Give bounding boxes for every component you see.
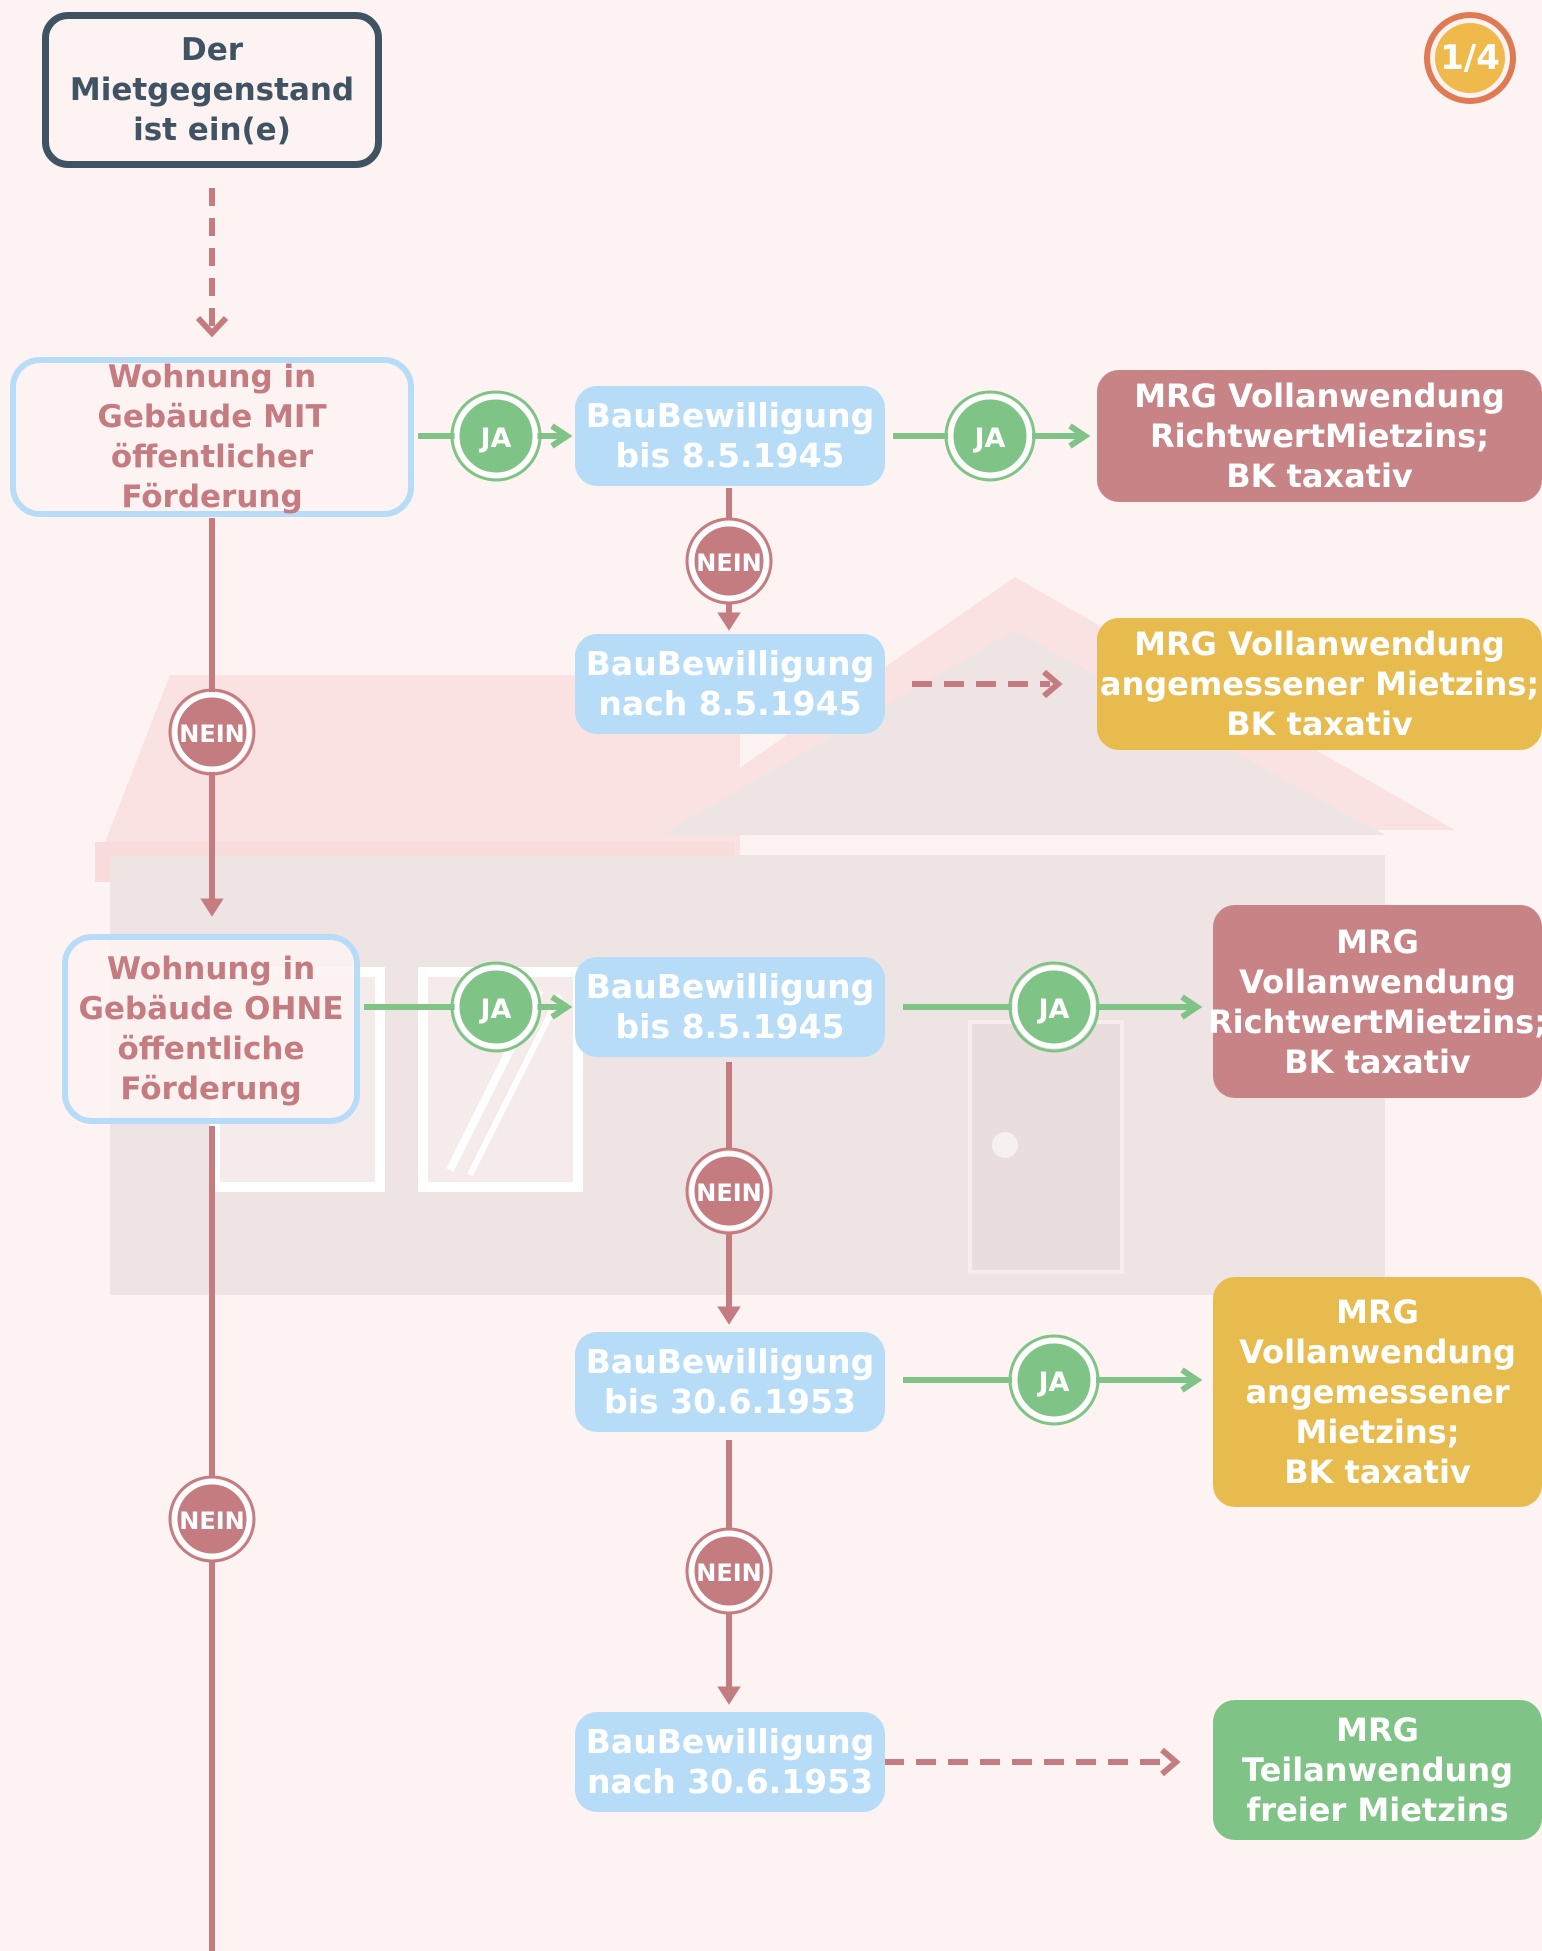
yes-label: JA bbox=[479, 994, 512, 1025]
yes-label: JA bbox=[1037, 994, 1070, 1025]
no-connector-ohne-2: NEIN bbox=[685, 1527, 773, 1615]
yes-label: JA bbox=[1037, 1367, 1070, 1398]
yes-connector-ohne-2: JA bbox=[1008, 961, 1100, 1053]
yes-connector-ohne-3: JA bbox=[1008, 1334, 1100, 1426]
result-vollanwendung-richtwert-1: MRG Vollanwendung RichtwertMietzins; BK … bbox=[1097, 370, 1542, 502]
no-connector-left-1: NEIN bbox=[168, 688, 256, 776]
no-label: NEIN bbox=[696, 549, 762, 577]
no-label: NEIN bbox=[696, 1559, 762, 1587]
no-label: NEIN bbox=[179, 720, 245, 748]
decision-ohne-nach-1953: BauBewilligung nach 30.6.1953 bbox=[575, 1712, 885, 1812]
condition-ohne-foerderung: Wohnung in Gebäude OHNE öffentliche Förd… bbox=[62, 934, 360, 1124]
no-label: NEIN bbox=[179, 1507, 245, 1535]
decision-mit-bis-1945: BauBewilligung bis 8.5.1945 bbox=[575, 386, 885, 486]
decision-ohne-bis-1945: BauBewilligung bis 8.5.1945 bbox=[575, 957, 885, 1057]
no-connector-ohne-1: NEIN bbox=[685, 1147, 773, 1235]
yes-connector-ohne-1: JA bbox=[450, 961, 542, 1053]
yes-label: JA bbox=[479, 423, 512, 454]
result-vollanwendung-angemessen-1: MRG Vollanwendung angemessener Mietzins;… bbox=[1097, 618, 1542, 750]
yes-connector-mit-1: JA bbox=[450, 390, 542, 482]
condition-mit-foerderung: Wohnung in Gebäude MIT öffentlicher Förd… bbox=[10, 357, 414, 517]
yes-connector-mit-2: JA bbox=[944, 390, 1036, 482]
yes-label: JA bbox=[973, 423, 1006, 454]
decision-mit-nach-1945: BauBewilligung nach 8.5.1945 bbox=[575, 634, 885, 734]
result-vollanwendung-richtwert-2: MRG Vollanwendung RichtwertMietzins; BK … bbox=[1208, 905, 1542, 1098]
decision-ohne-bis-1953: BauBewilligung bis 30.6.1953 bbox=[575, 1332, 885, 1432]
no-connector-mit-date: NEIN bbox=[685, 517, 773, 605]
page-indicator-badge: 1/4 bbox=[1424, 12, 1516, 104]
connectors bbox=[195, 188, 1203, 1951]
result-teilanwendung-frei: MRG Teilanwendung freier Mietzins bbox=[1213, 1700, 1542, 1840]
no-connector-left-2: NEIN bbox=[168, 1475, 256, 1563]
result-vollanwendung-angemessen-2: MRG Vollanwendung angemessener Mietzins;… bbox=[1213, 1277, 1542, 1507]
no-label: NEIN bbox=[696, 1179, 762, 1207]
start-node: Der Mietgegenstand ist ein(e) bbox=[42, 12, 382, 168]
